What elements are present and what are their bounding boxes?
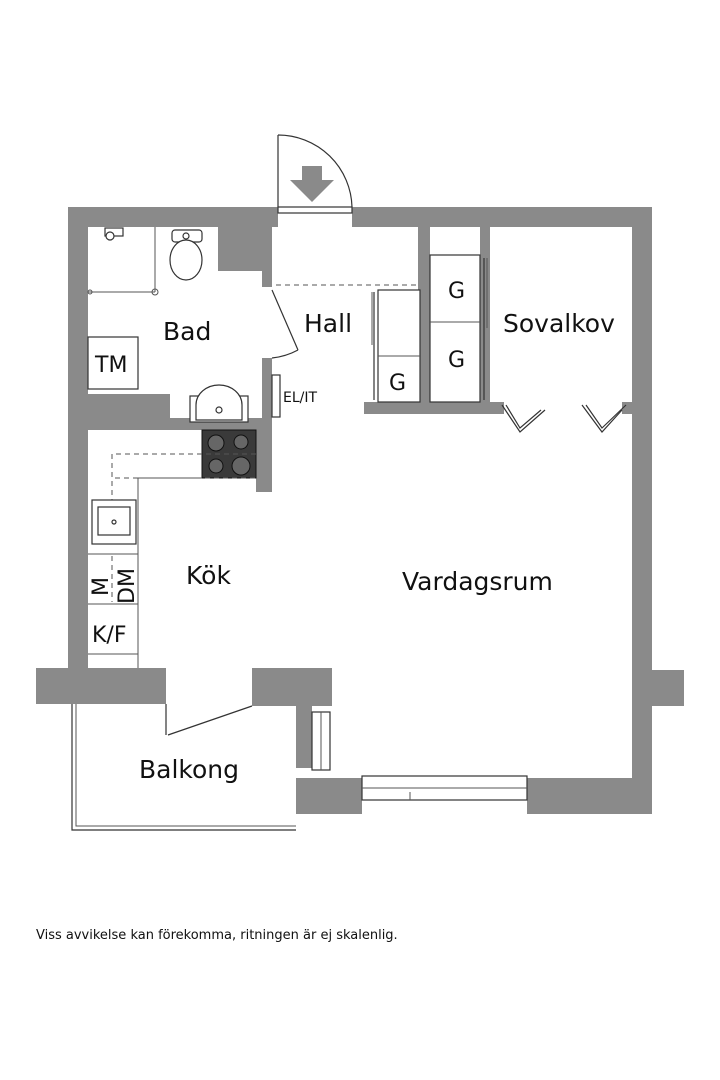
toilet-icon [169, 229, 203, 281]
sovalkov-doors[interactable] [501, 404, 627, 433]
fixture-label-el-it: EL/IT [283, 390, 317, 406]
room-label-hall: Hall [304, 309, 352, 338]
fixture-label-dm: DM [115, 568, 140, 604]
kitchen [88, 429, 257, 668]
entrance-door[interactable] [277, 134, 353, 214]
room-label-balkong: Balkong [139, 755, 239, 784]
fixture-label-g-bottom: G [448, 348, 465, 373]
shower-head-icon [104, 227, 124, 241]
balcony [71, 704, 296, 831]
disclaimer-note: Viss avvikelse kan förekomma, ritningen … [36, 928, 398, 943]
exterior-walls [36, 207, 684, 814]
sink-icon [189, 384, 249, 423]
el-it-panel [271, 374, 281, 418]
entrance-arrow-icon [290, 166, 334, 202]
kitchen-sink-icon [91, 499, 137, 545]
fixture-label-kf: K/F [92, 623, 127, 648]
fixture-label-g-top: G [448, 279, 465, 304]
fixture-label-m: M [89, 577, 114, 596]
bathroom [87, 227, 299, 423]
room-label-sovalkov: Sovalkov [503, 309, 615, 338]
closets [371, 254, 488, 403]
room-label-vardagsrum: Vardagsrum [402, 567, 553, 596]
windows [311, 711, 528, 801]
interior-walls [88, 227, 632, 492]
fixture-label-tm: TM [94, 353, 127, 378]
fixture-label-g-hall: G [389, 371, 406, 396]
room-label-kok: Kök [186, 561, 231, 590]
room-label-bad: Bad [163, 317, 211, 346]
